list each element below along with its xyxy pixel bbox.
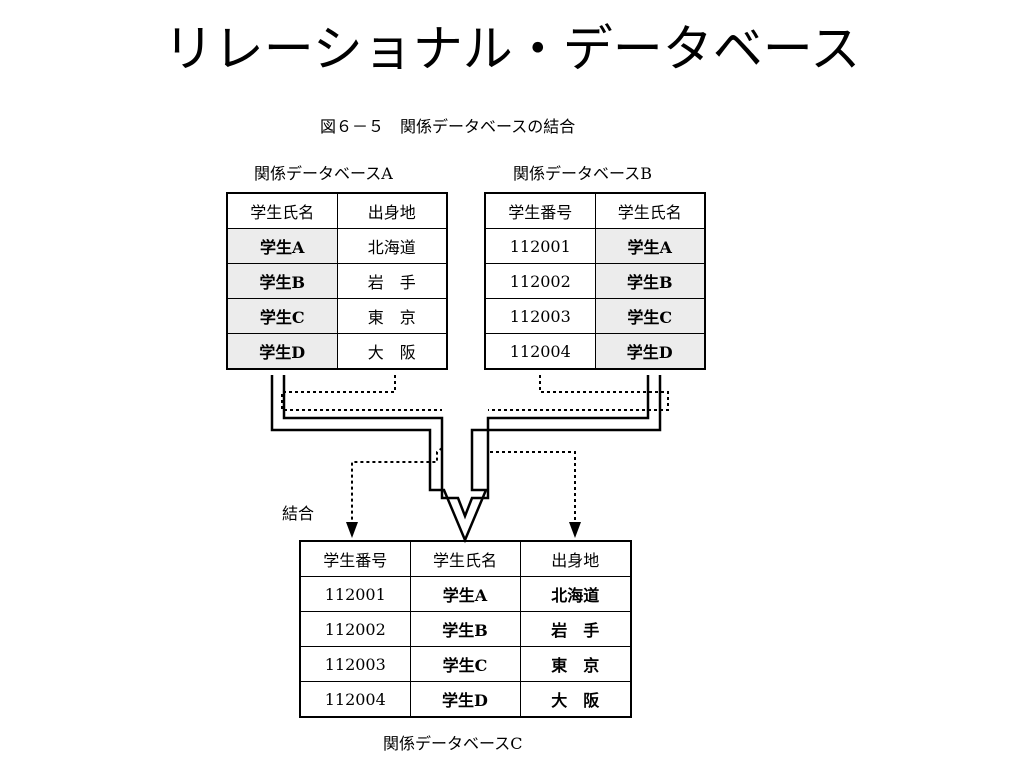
table-c-cell: 学生B xyxy=(409,611,521,647)
merge-arrow-inner xyxy=(282,375,650,520)
table-c-label: 関係データベースC xyxy=(383,734,523,753)
table-c-cell: 岩 手 xyxy=(519,611,632,647)
table-c-cell: 112004 xyxy=(299,681,411,718)
table-row: 学生C 東 京 xyxy=(226,298,448,334)
table-c-cell: 東 京 xyxy=(519,646,632,682)
table-a-cell: 学生D xyxy=(226,333,338,370)
dotted-path-right xyxy=(487,448,576,522)
table-row: 112003 学生C 東 京 xyxy=(299,646,632,682)
figure-caption: 図６－５ 関係データベースの結合 xyxy=(320,117,576,136)
table-b-header-name: 学生氏名 xyxy=(594,192,706,229)
table-row: 112004 学生D xyxy=(484,333,706,370)
table-c-cell: 学生D xyxy=(409,681,521,718)
dotted-path-a xyxy=(281,375,442,411)
table-a-header-origin: 出身地 xyxy=(336,192,448,229)
table-row: 112003 学生C xyxy=(484,298,706,334)
table-c-cell: 112001 xyxy=(299,576,411,612)
slide-title: リレーショナル・データベース xyxy=(163,20,861,78)
table-b-cell: 学生C xyxy=(594,298,706,334)
table-a-cell: 学生C xyxy=(226,298,338,334)
table-c-cell: 大 阪 xyxy=(519,681,632,718)
table-c-cell: 112002 xyxy=(299,611,411,647)
table-row: 112002 学生B 岩 手 xyxy=(299,611,632,647)
table-b-label: 関係データベースB xyxy=(513,164,652,183)
table-c-cell: 学生C xyxy=(409,646,521,682)
dotted-path-b xyxy=(488,375,669,411)
dotted-path-left xyxy=(351,447,443,522)
table-a-label: 関係データベースA xyxy=(254,164,393,183)
table-a-cell: 岩 手 xyxy=(336,263,448,299)
table-c-cell: 北海道 xyxy=(519,576,632,612)
arrowhead-right xyxy=(569,522,581,538)
table-row: 112001 学生A 北海道 xyxy=(299,576,632,612)
table-b-cell: 学生D xyxy=(594,333,706,370)
table-row: 学生B 岩 手 xyxy=(226,263,448,299)
table-row: 112004 学生D 大 阪 xyxy=(299,681,632,718)
table-c-header-id: 学生番号 xyxy=(299,540,411,577)
table-c-header-name: 学生氏名 xyxy=(409,540,521,577)
table-a-cell: 東 京 xyxy=(336,298,448,334)
table-a-cell: 学生B xyxy=(226,263,338,299)
table-b-cell: 112003 xyxy=(484,298,596,334)
table-a-header-row: 学生氏名 出身地 xyxy=(226,192,448,229)
table-c-header-row: 学生番号 学生氏名 出身地 xyxy=(299,540,632,577)
table-row: 学生D 大 阪 xyxy=(226,333,448,370)
table-a-cell: 学生A xyxy=(226,228,338,264)
table-c-cell: 学生A xyxy=(409,576,521,612)
table-b-cell: 112002 xyxy=(484,263,596,299)
table-c: 学生番号 学生氏名 出身地 112001 学生A 北海道 112002 学生B … xyxy=(299,540,632,718)
table-c-header-origin: 出身地 xyxy=(519,540,632,577)
table-a: 学生氏名 出身地 学生A 北海道 学生B 岩 手 学生C 東 京 学生D 大 阪 xyxy=(226,192,448,370)
table-c-cell: 112003 xyxy=(299,646,411,682)
table-a-cell: 大 阪 xyxy=(336,333,448,370)
table-b-cell: 112001 xyxy=(484,228,596,264)
arrowhead-left xyxy=(346,522,358,538)
table-b-cell: 112004 xyxy=(484,333,596,370)
table-a-cell: 北海道 xyxy=(336,228,448,264)
table-row: 学生A 北海道 xyxy=(226,228,448,264)
table-a-header-name: 学生氏名 xyxy=(226,192,338,229)
table-row: 112001 学生A xyxy=(484,228,706,264)
table-b: 学生番号 学生氏名 112001 学生A 112002 学生B 112003 学… xyxy=(484,192,706,370)
join-label: 結合 xyxy=(282,504,315,523)
